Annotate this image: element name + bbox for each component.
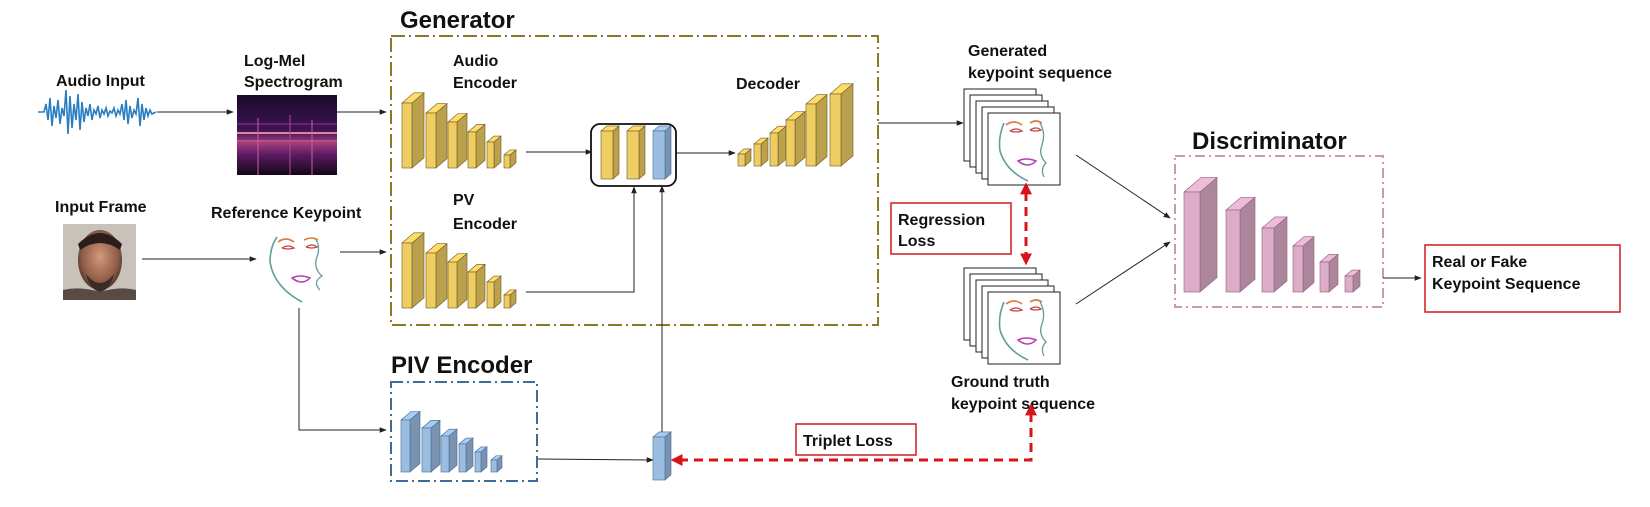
generated-label-2: keypoint sequence bbox=[968, 65, 1112, 82]
fusion-layer-2 bbox=[626, 125, 646, 180]
pv-encoder-layer-6 bbox=[503, 289, 517, 309]
pv-encoder-layer-3 bbox=[447, 252, 468, 309]
pv-encoder-label-1: PV bbox=[453, 192, 475, 209]
pv-encoder-label-2: Encoder bbox=[453, 216, 517, 233]
spectrogram-label: Spectrogram bbox=[244, 74, 343, 91]
piv-encoder-box bbox=[390, 381, 538, 482]
triplet-loss-arrow bbox=[670, 403, 1037, 466]
decoder-layer-4 bbox=[785, 110, 806, 167]
decoder-layer-1 bbox=[737, 148, 752, 167]
discriminator-layer-6 bbox=[1344, 269, 1361, 293]
pv-encoder-to-fusion-arrow bbox=[526, 186, 637, 293]
generated-label-1: Generated bbox=[968, 43, 1047, 60]
identity-feature-block bbox=[652, 431, 672, 481]
decoder-layer-2 bbox=[753, 137, 769, 167]
ground-truth-keypoint-sequence bbox=[963, 267, 1061, 365]
logmel-label: Log-Mel bbox=[244, 53, 305, 70]
piv-encoder-layer-5 bbox=[474, 446, 488, 473]
pv-encoder-layer-2 bbox=[425, 243, 448, 309]
discriminator-layer-4 bbox=[1292, 236, 1315, 293]
generator-title: Generator bbox=[400, 7, 515, 34]
output-label-2: Keypoint Sequence bbox=[1432, 276, 1581, 293]
pv-encoder-layer-4 bbox=[467, 263, 486, 309]
decoder-layer-3 bbox=[769, 125, 787, 167]
decoder-stack bbox=[737, 83, 854, 167]
generated-to-discriminator-arrow bbox=[1075, 154, 1171, 219]
waveform-icon bbox=[38, 89, 157, 135]
audio-encoder-layer-3 bbox=[447, 112, 468, 169]
piv-encoder-title: PIV Encoder bbox=[391, 352, 532, 379]
reference-keypoint-sketch bbox=[269, 236, 324, 303]
discriminator-stack bbox=[1183, 176, 1361, 293]
audio-encoder-layer-2 bbox=[425, 103, 448, 169]
audio-encoder-stack bbox=[401, 92, 517, 169]
audio-encoder-layer-6 bbox=[503, 149, 517, 169]
ground-truth-to-discriminator-arrow bbox=[1075, 241, 1171, 305]
triplet-loss-label: Triplet Loss bbox=[803, 433, 893, 450]
regression-loss-label-2: Loss bbox=[898, 233, 935, 250]
pv-encoder-layer-1 bbox=[401, 232, 425, 309]
piv-encoder-to-identity-arrow bbox=[537, 457, 654, 463]
audio-encoder-layer-1 bbox=[401, 92, 425, 169]
discriminator-box bbox=[1174, 155, 1384, 308]
fusion-layer-1 bbox=[600, 125, 620, 180]
piv-encoder-layer-4 bbox=[458, 437, 474, 473]
discriminator-layer-1 bbox=[1183, 176, 1218, 293]
decoder-label: Decoder bbox=[736, 76, 800, 93]
fusion-identity-layer bbox=[652, 125, 672, 180]
decoder-layer-5 bbox=[805, 94, 828, 167]
audio-encoder-layer-5 bbox=[486, 135, 502, 169]
generated-face-sketch bbox=[998, 120, 1047, 182]
reference-to-piv-encoder-arrow bbox=[298, 308, 387, 433]
piv-encoder-layer-3 bbox=[440, 428, 458, 473]
decoder-layer-6 bbox=[829, 83, 854, 167]
discriminator-layer-2 bbox=[1225, 196, 1256, 293]
identity-vector-layer bbox=[652, 431, 672, 481]
output-box bbox=[1424, 244, 1621, 313]
output-label-1: Real or Fake bbox=[1432, 254, 1527, 271]
audio-input-label: Audio Input bbox=[56, 73, 146, 90]
ground-truth-frame-5 bbox=[987, 291, 1061, 365]
input-frame-label: Input Frame bbox=[55, 199, 147, 216]
piv-encoder-layer-1 bbox=[400, 410, 421, 473]
piv-encoder-layer-6 bbox=[490, 455, 503, 473]
reference-keypoint-label: Reference Keypoint bbox=[211, 205, 362, 222]
discriminator-title: Discriminator bbox=[1192, 128, 1347, 155]
discriminator-layer-5 bbox=[1319, 253, 1339, 293]
generated-keypoint-sequence bbox=[963, 88, 1061, 186]
discriminator-layer-3 bbox=[1261, 216, 1288, 293]
audio-encoder-layer-4 bbox=[467, 123, 486, 169]
pv-encoder-layer-5 bbox=[486, 275, 502, 309]
ground-truth-label-2: keypoint sequence bbox=[951, 396, 1095, 413]
fusion-box bbox=[590, 123, 677, 187]
audio-encoder-label-1: Audio bbox=[453, 53, 499, 70]
fusion-feature-blocks bbox=[600, 125, 672, 180]
regression-loss-box bbox=[890, 202, 1012, 255]
piv-encoder-layer-2 bbox=[421, 419, 441, 473]
pv-encoder-stack bbox=[401, 232, 517, 309]
generator-box bbox=[390, 35, 879, 326]
spectrogram-image bbox=[237, 95, 337, 175]
audio-encoder-label-2: Encoder bbox=[453, 75, 517, 92]
face-photo bbox=[63, 224, 136, 300]
generated-frame-5 bbox=[987, 112, 1061, 186]
ground-truth-face-sketch bbox=[998, 299, 1047, 361]
piv-encoder-stack bbox=[400, 410, 503, 473]
ground-truth-label-1: Ground truth bbox=[951, 374, 1050, 391]
regression-loss-label-1: Regression bbox=[898, 212, 985, 229]
